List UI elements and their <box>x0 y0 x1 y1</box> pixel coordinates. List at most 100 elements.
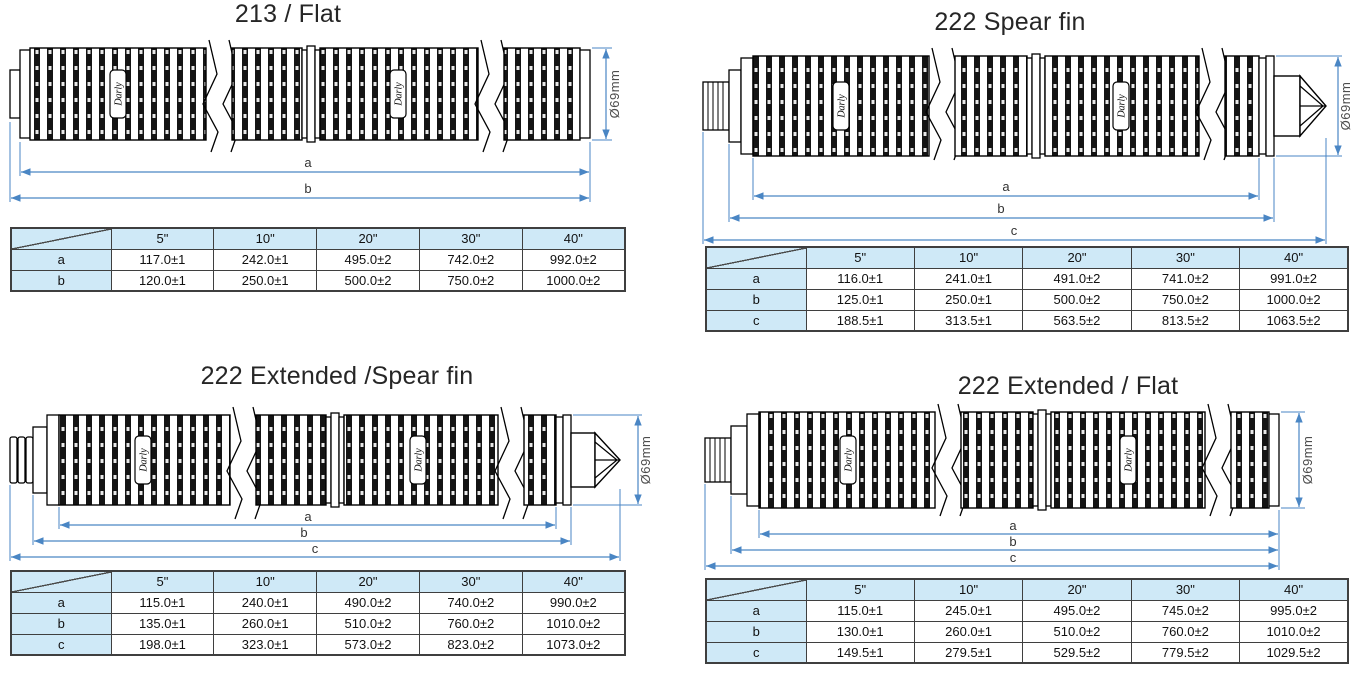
dimension-value: 130.0±1 <box>805 620 915 643</box>
col-header: 20" <box>1022 578 1132 601</box>
diameter-dimension: Ø69mm <box>592 47 622 141</box>
technical-drawing-222-spear-fin: Darly Darly Ø69mm a <box>702 47 1351 244</box>
dimension-value: 323.0±1 <box>213 633 318 656</box>
table-corner-cell <box>10 227 112 250</box>
section-title: 213 / Flat <box>234 0 342 28</box>
fin-section <box>503 47 581 141</box>
dimension-a: a <box>758 510 1280 570</box>
dimension-value: 120.0±1 <box>110 269 215 292</box>
fin-section <box>255 414 327 506</box>
dimension-value: 241.0±1 <box>913 267 1024 290</box>
col-header: 10" <box>213 227 318 250</box>
dim-label-a: a <box>304 509 312 524</box>
dim-label-c: c <box>1010 550 1017 565</box>
dimension-value: 742.0±2 <box>418 248 523 271</box>
dimension-value: 991.0±2 <box>1239 267 1349 290</box>
coupling <box>1032 409 1052 511</box>
col-header: 30" <box>418 227 523 250</box>
dimension-value: 116.0±1 <box>805 267 915 290</box>
diameter-dimension: Ø69mm <box>573 414 653 506</box>
dimension-a: a <box>19 142 591 202</box>
dimension-value: 760.0±2 <box>1130 620 1241 643</box>
col-header: 5" <box>110 227 215 250</box>
dimension-value: 260.0±1 <box>213 612 318 635</box>
dim-label-a: a <box>1002 179 1010 194</box>
threaded-stub <box>704 437 732 483</box>
heater-body: Darly Darly <box>702 47 1327 161</box>
dimension-c: c <box>9 485 621 561</box>
row-label: c <box>705 309 807 332</box>
dimension-value: 500.0±2 <box>1022 288 1132 311</box>
technical-drawing-222-extended-flat: Darly Darly Ø69mm a <box>704 403 1315 570</box>
dimension-b: b <box>9 122 589 202</box>
row-label: a <box>705 599 807 622</box>
col-header: 20" <box>1022 246 1132 269</box>
dim-label-b: b <box>304 181 311 196</box>
svg-text:Darly: Darly <box>1117 94 1128 119</box>
dimension-value: 115.0±1 <box>110 591 215 614</box>
col-header: 10" <box>913 246 1024 269</box>
dimension-value: 491.0±2 <box>1022 267 1132 290</box>
col-header: 30" <box>1130 246 1241 269</box>
dimension-value: 779.5±2 <box>1130 641 1241 664</box>
fin-section <box>1230 411 1270 509</box>
fin-section <box>523 414 557 506</box>
brand-plate: Darly <box>832 81 850 131</box>
dimension-value: 563.5±2 <box>1022 309 1132 332</box>
spear-tip <box>1273 74 1327 138</box>
dimension-value: 500.0±2 <box>316 269 420 292</box>
dimension-value: 510.0±2 <box>316 612 420 635</box>
dim-label-a: a <box>1009 518 1017 533</box>
dim-label-b: b <box>997 201 1004 216</box>
dimension-value: 1000.0±2 <box>1239 288 1349 311</box>
col-header: 10" <box>213 570 318 593</box>
dim-label-b: b <box>300 525 307 540</box>
dim-label-c: c <box>312 541 319 556</box>
dimension-value: 313.5±1 <box>913 309 1024 332</box>
dimension-value: 125.0±1 <box>805 288 915 311</box>
dimension-value: 135.0±1 <box>110 612 215 635</box>
dimension-value: 117.0±1 <box>110 248 215 271</box>
technical-drawing-222-extended-spear-fin: Darly Darly Ø69mm a <box>9 406 653 561</box>
heater-body: Darly Darly <box>9 39 591 153</box>
dimension-value: 149.5±1 <box>805 641 915 664</box>
dimension-value: 823.0±2 <box>418 633 523 656</box>
dimension-value: 1073.0±2 <box>521 633 626 656</box>
dimension-value: 995.0±2 <box>1239 599 1349 622</box>
dimension-value: 495.0±2 <box>1022 599 1132 622</box>
dimension-value: 1063.5±2 <box>1239 309 1349 332</box>
diameter-label: Ø69mm <box>1338 82 1351 131</box>
dimension-value: 250.0±1 <box>213 269 318 292</box>
col-header: 20" <box>316 570 420 593</box>
technical-drawing-213-flat: Darly Darly Ø69mm a <box>9 39 622 202</box>
diameter-label: Ø69mm <box>607 70 622 119</box>
dimension-value: 741.0±2 <box>1130 267 1241 290</box>
diameter-dimension: Ø69mm <box>1276 55 1351 157</box>
dimension-value: 198.0±1 <box>110 633 215 656</box>
dimension-value: 245.0±1 <box>913 599 1024 622</box>
dimension-a: a <box>58 507 557 529</box>
spear-tip <box>570 431 621 489</box>
dimension-value: 740.0±2 <box>418 591 523 614</box>
fin-section <box>954 55 1028 157</box>
col-header: 5" <box>805 246 915 269</box>
dimension-value: 750.0±2 <box>418 269 523 292</box>
row-label: b <box>705 620 807 643</box>
dimension-value: 242.0±1 <box>213 248 318 271</box>
col-header: 30" <box>1130 578 1241 601</box>
table-corner-cell <box>705 578 807 601</box>
ribbed-stub <box>9 436 34 484</box>
dimension-value: 813.5±2 <box>1130 309 1241 332</box>
dimension-value: 1010.0±2 <box>521 612 626 635</box>
dimension-value: 573.0±2 <box>316 633 420 656</box>
row-label: a <box>705 267 807 290</box>
dimension-value: 240.0±1 <box>213 591 318 614</box>
col-header: 40" <box>1239 578 1349 601</box>
end-stub <box>9 69 21 119</box>
col-header: 5" <box>110 570 215 593</box>
table-corner-cell <box>705 246 807 269</box>
